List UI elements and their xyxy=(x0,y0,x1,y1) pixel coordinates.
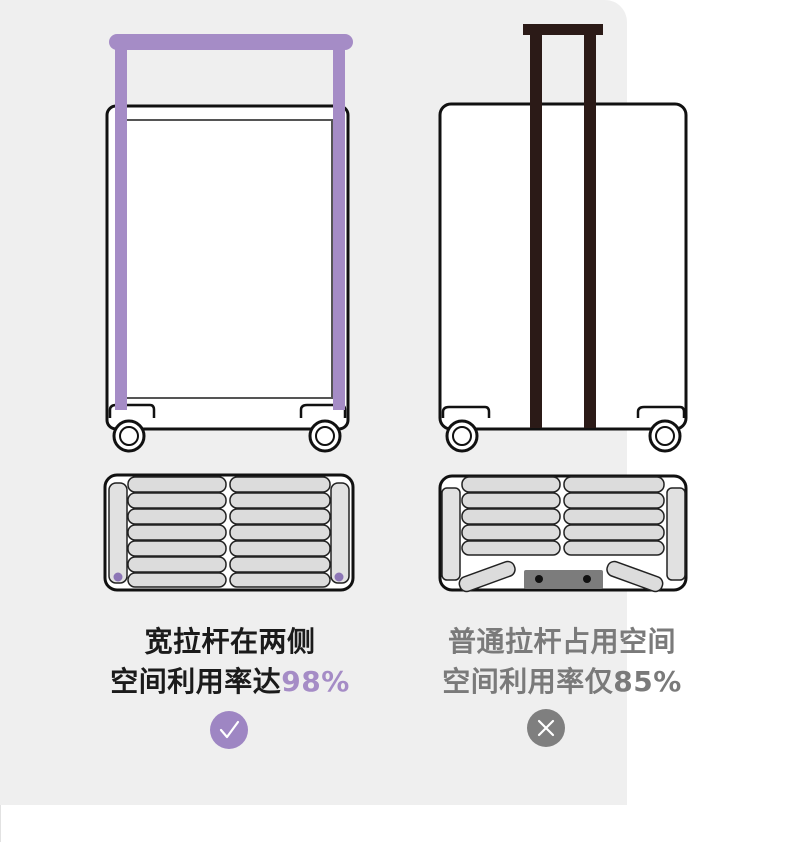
normal-handle-caption: 普通拉杆占用空间 空间利用率仅85% xyxy=(412,622,712,702)
normal-handle-percentage: 85% xyxy=(613,665,682,698)
normal-handle-line1: 普通拉杆占用空间 xyxy=(447,625,676,658)
normal-handle-suitcase xyxy=(438,24,688,453)
cross-circle-icon xyxy=(527,709,565,747)
normal-handle-line2-text: 空间利用率仅 xyxy=(442,665,614,698)
wide-handle-line2-text: 空间利用率达 xyxy=(110,665,282,698)
normal-handle-left-pole xyxy=(530,30,542,428)
check-circle-icon xyxy=(210,711,248,749)
divider xyxy=(0,805,1,842)
wide-handle-suitcase xyxy=(105,34,353,453)
normal-handle-topview xyxy=(438,474,688,593)
normal-handle-line2: 空间利用率仅85% xyxy=(412,662,712,702)
normal-handle-right-pole xyxy=(584,30,596,428)
normal-handle-bar xyxy=(523,24,603,35)
handle-channel xyxy=(524,570,603,589)
wide-handle-left-pole xyxy=(115,40,127,410)
wide-handle-bar xyxy=(109,34,353,50)
wide-handle-percentage: 98% xyxy=(281,665,350,698)
wide-handle-line2: 空间利用率达98% xyxy=(60,662,400,702)
wide-handle-caption: 宽拉杆在两侧 空间利用率达98% xyxy=(60,622,400,702)
wide-handle-line1: 宽拉杆在两侧 xyxy=(144,625,316,658)
wide-handle-topview xyxy=(103,473,355,592)
wide-handle-right-pole xyxy=(333,40,345,410)
